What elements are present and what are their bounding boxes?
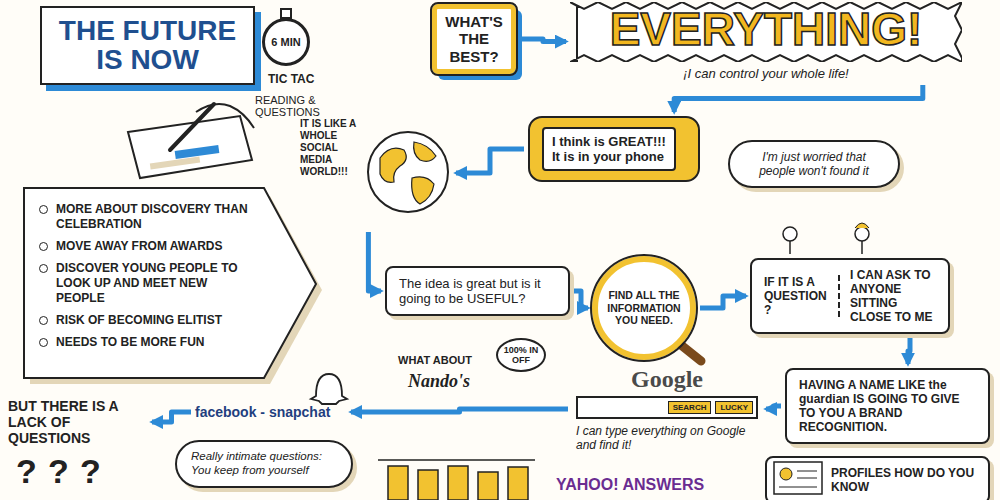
node-text: LUCKY	[715, 401, 753, 414]
question-sign: WHAT'S THE BEST?	[432, 4, 516, 74]
text-row: MORE ABOUT DISCOVERY THAN CELEBRATION	[38, 202, 256, 232]
node-text: MOVE AWAY FROM AWARDS	[56, 239, 256, 254]
node-text: facebook - snapchat	[195, 404, 347, 420]
burst-banner: EVERYTHING! ¡I can control your whole lif…	[570, 2, 962, 81]
text-row: BUT THERE IS A LACK OF QUESTIONS	[8, 398, 148, 446]
note-label: WHAT ABOUT	[398, 354, 472, 366]
text-row: PROFILES HOW DO YOU KNOW	[831, 466, 976, 494]
text-row: ¡I can control your whole life!	[570, 66, 962, 81]
flow-arrow	[674, 85, 923, 112]
flow-arrow	[152, 412, 191, 422]
stick-figures	[783, 223, 869, 254]
text-row: THE FUTURE IS NOW	[52, 16, 243, 75]
flow-arrow	[700, 296, 746, 308]
flow-arrow	[351, 409, 568, 412]
phone-screen: I think is GREAT!!! It is in your phone	[528, 116, 700, 182]
node-text: SEARCH	[668, 401, 712, 414]
text-row: I think is GREAT!!! It is in your phone	[542, 127, 676, 171]
note-label: ?	[16, 452, 37, 491]
magnifier-handle	[681, 345, 701, 361]
profile-box: PROFILES HOW DO YOU KNOW	[765, 456, 990, 500]
magnifier-lens: FIND ALL THE INFORMATION YOU NEED.	[592, 256, 696, 360]
text-row: IT IS LIKE A WHOLE SOCIAL MEDIA WORLD!!!	[300, 118, 362, 178]
flow-arrow	[456, 149, 524, 173]
brand-box: HAVING A NAME LIKE the guardian IS GOING…	[785, 368, 990, 444]
node-text: 6 MIN	[271, 36, 300, 48]
globe-node: IT IS LIKE A WHOLE SOCIAL MEDIA WORLD!!!	[300, 118, 452, 228]
text-row: HAVING A NAME LIKE the guardian IS GOING…	[799, 378, 976, 434]
snapchat-ghost	[311, 374, 347, 404]
text-row: SEARCHLUCKY	[576, 396, 758, 419]
arrow-list: MORE ABOUT DISCOVERY THAN CELEBRATION MOV…	[22, 186, 322, 386]
text-row: EVERYTHING!	[570, 2, 962, 62]
node-text: IT IS LIKE A WHOLE SOCIAL MEDIA WORLD!!!	[300, 118, 360, 178]
text-row: DISCOVER YOUNG PEOPLE TO LOOK UP AND MEE…	[38, 261, 256, 306]
split-box: IF IT IS A QUESTION ?I CAN ASK TO ANYONE…	[750, 258, 950, 334]
social-names: facebook - snapchat	[195, 402, 347, 422]
text-row: Really intimate questions: You keep from…	[191, 450, 337, 478]
note-label: Nando's	[408, 371, 470, 392]
flow-arrow	[908, 338, 910, 364]
node-text: The idea is great but is it going to be …	[399, 276, 556, 306]
node-text: Google	[576, 366, 758, 393]
node-text: I'm just worried that people won't found…	[744, 150, 884, 178]
title-banner: THE FUTURE IS NOW	[40, 6, 255, 85]
node-text: PROFILES HOW DO YOU KNOW	[831, 466, 976, 494]
node-text: EVERYTHING!	[570, 2, 962, 62]
stopwatch: 6 MIN	[262, 18, 310, 66]
note-label: 100% IN OFF	[496, 338, 546, 372]
node-text: DISCOVER YOUNG PEOPLE TO LOOK UP AND MEE…	[56, 261, 256, 306]
text-row: IF IT IS A QUESTION ?I CAN ASK TO ANYONE…	[764, 268, 936, 324]
note-text: BUT THERE IS A LACK OF QUESTIONS	[8, 398, 148, 446]
node-shape	[364, 128, 452, 216]
node-text: WHAT'S THE BEST?	[441, 13, 507, 65]
node-text: IF IT IS A QUESTION ?	[764, 275, 840, 317]
node-text: FIND ALL THE INFORMATION YOU NEED.	[606, 289, 682, 327]
hanging-tags	[378, 460, 535, 500]
node-text: BUT THERE IS A LACK OF QUESTIONS	[8, 398, 148, 446]
text-row: facebook - snapchat	[195, 404, 347, 420]
text-row: MOVE AWAY FROM AWARDS	[38, 239, 256, 254]
node-text: Really intimate questions: You keep from…	[191, 450, 337, 478]
text-row: RISK OF BECOMING ELITIST	[38, 313, 256, 328]
node-text: HAVING A NAME LIKE the guardian IS GOING…	[799, 378, 976, 434]
node-text: I think is GREAT!!! It is in your phone	[542, 127, 676, 171]
thought-cloud: I'm just worried that people won't found…	[728, 140, 900, 188]
node-text: I CAN ASK TO ANYONE SITTING CLOSE TO ME	[840, 268, 936, 324]
flow-arrow	[574, 291, 588, 308]
text-row: 6 MIN	[271, 36, 300, 48]
note-label: TIC TAC	[268, 72, 314, 86]
text-row: I'm just worried that people won't found…	[744, 150, 884, 178]
note-label: ?	[80, 452, 101, 491]
node-text: THE FUTURE IS NOW	[52, 16, 243, 75]
thought-cloud: Really intimate questions: You keep from…	[175, 440, 353, 488]
writing-hand	[128, 104, 254, 178]
flow-arrow	[520, 39, 566, 42]
node-shape	[773, 461, 823, 495]
flow-arrow	[766, 406, 781, 409]
node-text: I can type everything on Google and find…	[576, 424, 758, 452]
text-row: NEEDS TO BE MORE FUN	[38, 335, 256, 350]
flow-arrow	[368, 232, 381, 291]
node-text: MORE ABOUT DISCOVERY THAN CELEBRATION	[56, 202, 256, 232]
note-label: ?	[48, 452, 69, 491]
stopwatch-crown	[281, 9, 291, 18]
text-row: Google	[576, 366, 758, 393]
node-text: RISK OF BECOMING ELITIST	[56, 313, 256, 328]
text-row: FIND ALL THE INFORMATION YOU NEED.	[606, 289, 682, 327]
note-label: YAHOO! ANSWERS	[556, 476, 704, 494]
text-row: The idea is great but is it going to be …	[399, 276, 556, 306]
idea-box: The idea is great but is it going to be …	[385, 266, 570, 316]
note-label: READING & QUESTIONS	[255, 94, 365, 118]
node-text: NEEDS TO BE MORE FUN	[56, 335, 256, 350]
text-row: WHAT'S THE BEST?	[441, 13, 507, 65]
text-row: I can type everything on Google and find…	[576, 424, 758, 452]
search-box: GoogleSEARCHLUCKY I can type everything o…	[572, 366, 762, 452]
node-text: ¡I can control your whole life!	[570, 66, 962, 81]
